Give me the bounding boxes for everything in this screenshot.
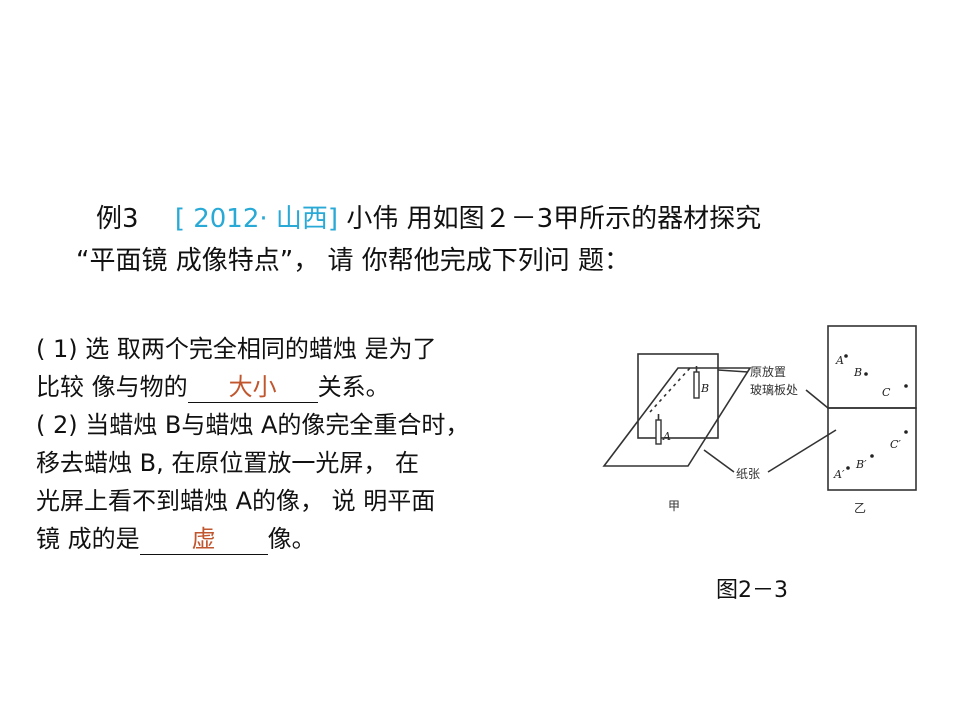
candle-a-label: A <box>662 430 671 443</box>
candle-a <box>655 414 662 445</box>
part2-line-1: ( 2) 当蜡烛 B与蜡烛 A的像完全重合时， <box>36 411 470 439</box>
paper-sheet <box>602 367 752 467</box>
point-a2-label: A′ <box>833 468 845 481</box>
candle-b <box>693 366 700 399</box>
dot-c2 <box>904 430 908 434</box>
callout-paper-text: 纸张 <box>736 467 760 481</box>
part2-prefix: 镜 成的是 <box>36 525 140 553</box>
figure-label-yi: 乙 <box>854 501 866 515</box>
part1-line-2: 比较 像与物的大小关系。 <box>36 368 596 406</box>
callout-line-glass-left <box>717 369 749 373</box>
question-header-line-2: “平面镜 成像特点”， 请 你帮他完成下列问 题： <box>76 246 630 276</box>
question-source: [ 2012· 山西] <box>174 204 339 234</box>
dot-b2 <box>870 454 874 458</box>
figure-caption: 图2－3 <box>716 578 788 603</box>
part1-suffix: 关系。 <box>317 373 390 401</box>
dot-b <box>864 372 868 376</box>
dot-a2 <box>846 466 850 470</box>
callout-glass-text-1: 原放置 <box>750 364 786 379</box>
point-a-label: A <box>835 354 844 367</box>
candle-b-label: B <box>700 382 709 395</box>
question-intro: 小伟 用如图２－3甲所示的器材探究 <box>338 204 762 234</box>
callout-line-glass-right <box>805 389 829 409</box>
part2-line-4: 镜 成的是虚像。 <box>36 520 596 558</box>
part2-suffix: 像。 <box>267 525 316 553</box>
experiment-figure: B A A B C A′ B′ C′ 原放置 玻璃板处 纸张 甲 乙 <box>600 322 920 522</box>
experiment-diagram: B A A B C A′ B′ C′ 原放置 玻璃板处 纸张 甲 乙 <box>602 325 917 515</box>
point-c2-label: C′ <box>890 438 901 451</box>
question-header: 例3 [ 2012· 山西] 小伟 用如图２－3甲所示的器材探究 “平面镜 成像… <box>76 198 896 282</box>
question-body: ( 1) 选 取两个完全相同的蜡烛 是为了 比较 像与物的大小关系。 ( 2) … <box>36 330 596 558</box>
part1-prefix: 比较 像与物的 <box>36 373 188 401</box>
callout-glass-text-2: 玻璃板处 <box>750 383 798 397</box>
question-label: 例3 <box>96 204 139 234</box>
part1-line-1: ( 1) 选 取两个完全相同的蜡烛 是为了 <box>36 335 437 363</box>
part1-answer-blank: 大小 <box>187 372 318 403</box>
callout-line-paper-right <box>767 429 837 473</box>
dot-c <box>904 384 908 388</box>
glass-base-line <box>649 367 691 413</box>
glass-pane <box>637 353 719 439</box>
part2-line-3: 光屏上看不到蜡烛 A的像， 说 明平面 <box>36 487 436 515</box>
panel-bottom <box>827 407 917 491</box>
panel-top <box>827 325 917 409</box>
part2-line-2: 移去蜡烛 B, 在原位置放一光屏， 在 <box>36 449 419 477</box>
point-c-label: C <box>882 386 891 399</box>
point-b2-label: B′ <box>855 458 867 471</box>
part2-answer-blank: 虚 <box>139 524 268 555</box>
dot-a <box>844 354 848 358</box>
callout-line-paper-left <box>703 449 735 473</box>
figure-label-jia: 甲 <box>668 499 680 513</box>
question-header-line-1: 例3 [ 2012· 山西] 小伟 用如图２－3甲所示的器材探究 <box>76 198 896 240</box>
point-b-label: B <box>853 366 862 379</box>
